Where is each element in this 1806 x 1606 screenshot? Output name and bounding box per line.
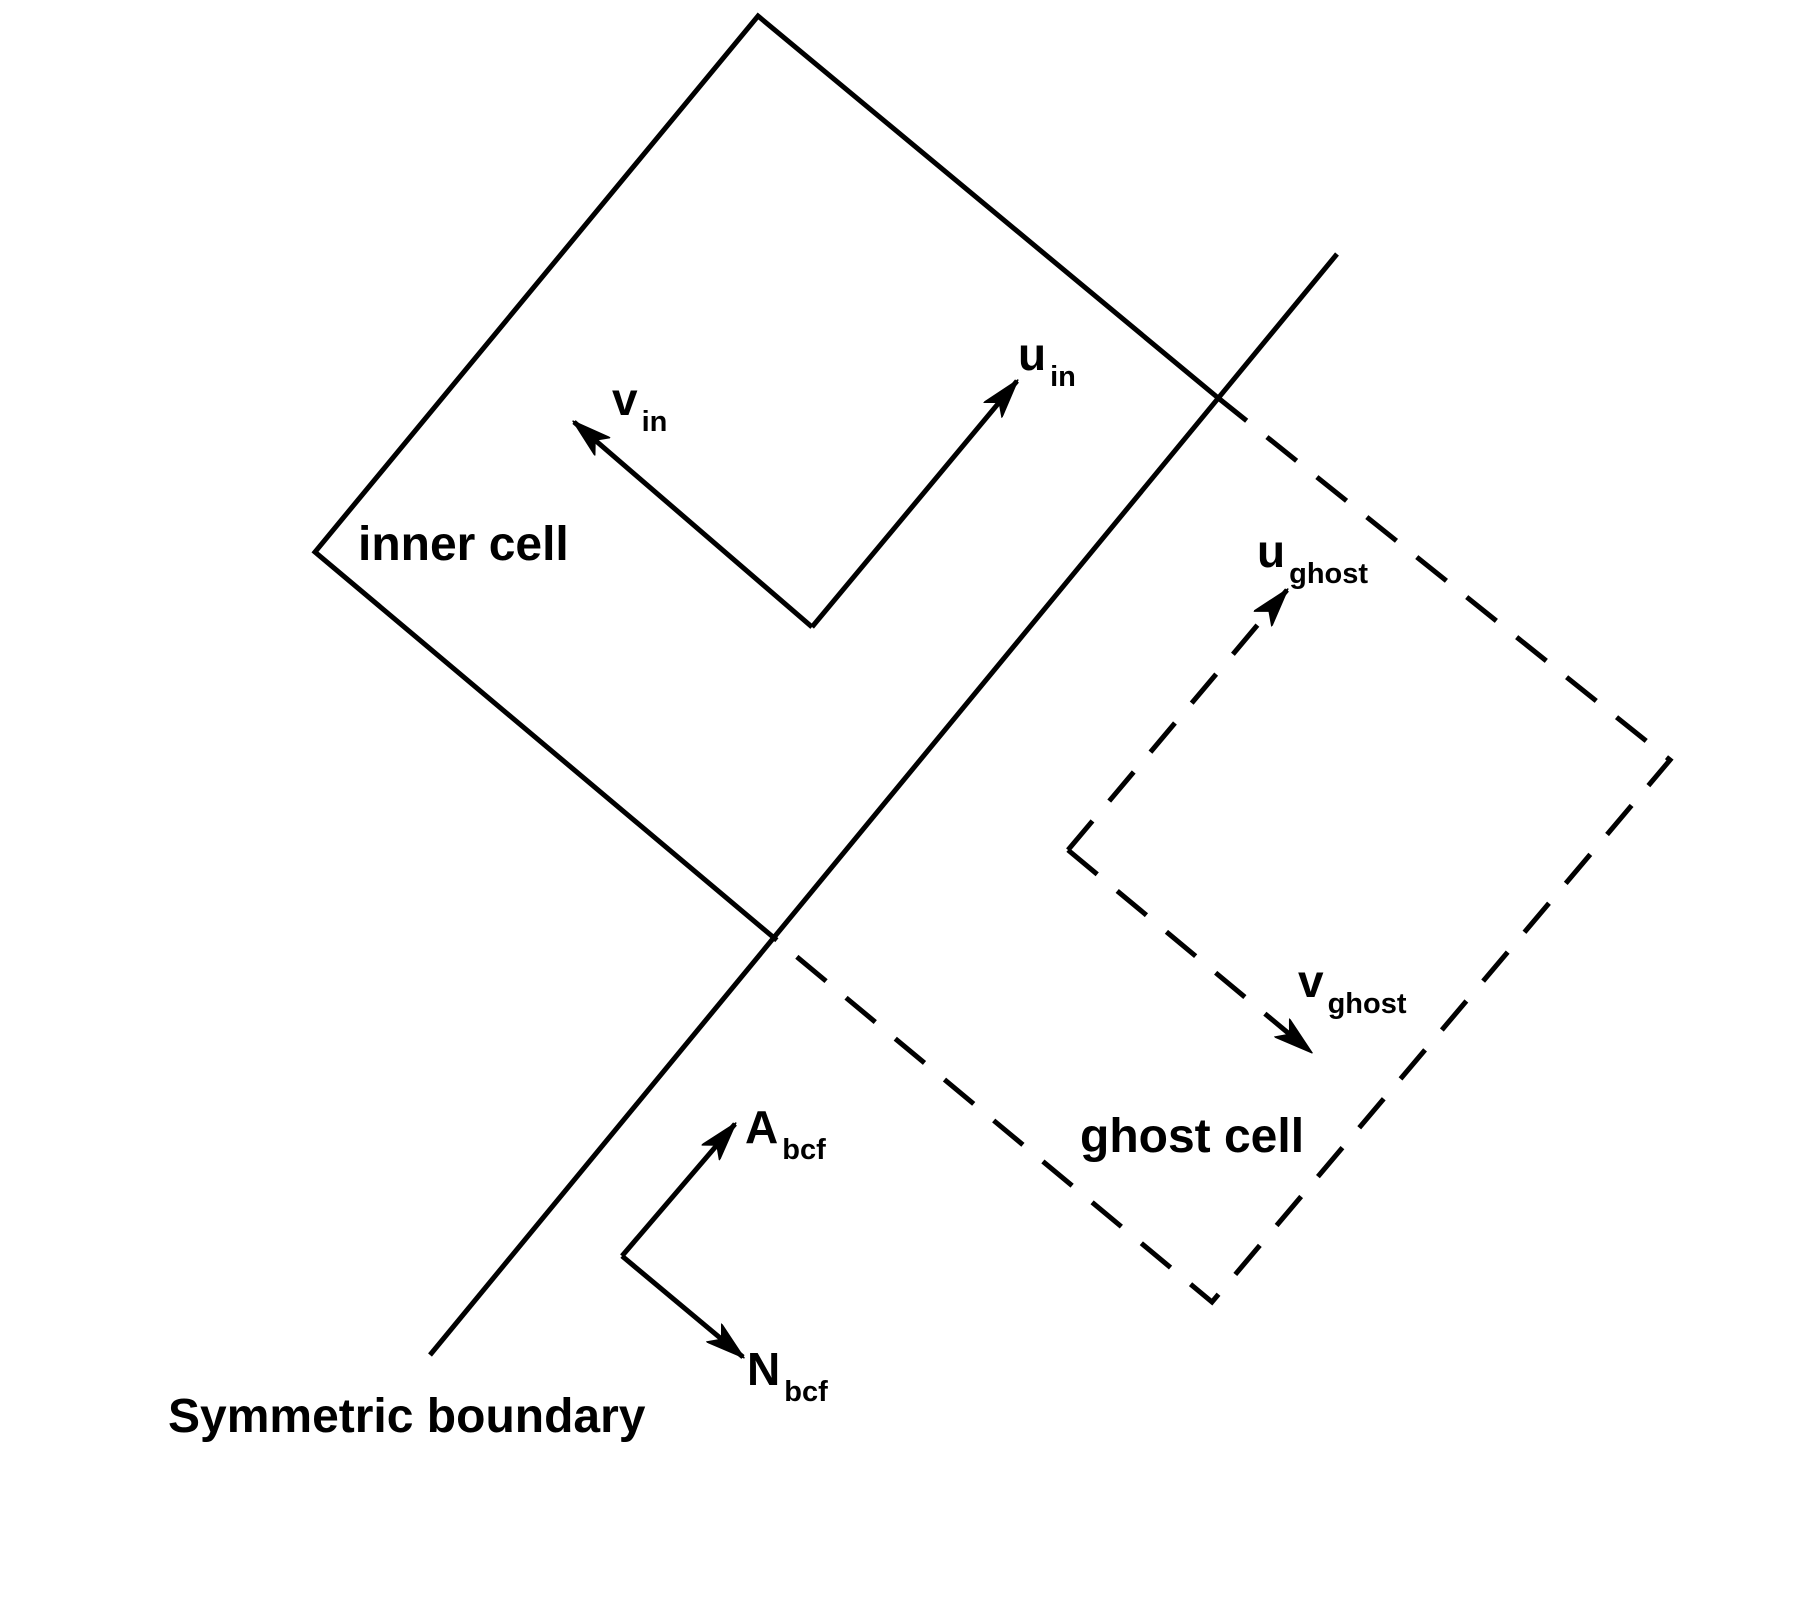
u-in-subscript: in <box>1050 361 1076 393</box>
ghost-cell-outline <box>771 395 1674 1306</box>
v-ghost-symbol: v <box>1298 955 1324 1007</box>
v-in-arrow <box>574 422 814 629</box>
u-in-symbol: u <box>1018 328 1046 380</box>
n-bcf-subscript: bcf <box>784 1376 828 1408</box>
symmetric-boundary-label: Symmetric boundary <box>168 1390 646 1443</box>
v-ghost-subscript: ghost <box>1328 988 1407 1020</box>
ghost-cell-label: ghost cell <box>1080 1110 1304 1163</box>
n-bcf-arrow <box>620 1254 743 1357</box>
u-ghost-subscript: ghost <box>1289 558 1368 590</box>
a-bcf-subscript: bcf <box>782 1134 826 1166</box>
u-ghost-symbol: u <box>1257 525 1285 577</box>
a-bcf-arrow <box>620 1124 735 1258</box>
v-in-symbol: v <box>612 373 638 425</box>
inner-cell-outline <box>311 12 1219 939</box>
n-bcf-symbol: N <box>747 1343 780 1395</box>
v-ghost-arrow <box>1066 848 1311 1052</box>
u-ghost-arrow <box>1066 590 1287 852</box>
u-in-arrow <box>810 381 1017 629</box>
inner-cell-label: inner cell <box>358 518 569 571</box>
a-bcf-symbol: A <box>745 1101 778 1153</box>
v-in-subscript: in <box>642 406 668 438</box>
symmetric-boundary-line <box>428 252 1339 1357</box>
